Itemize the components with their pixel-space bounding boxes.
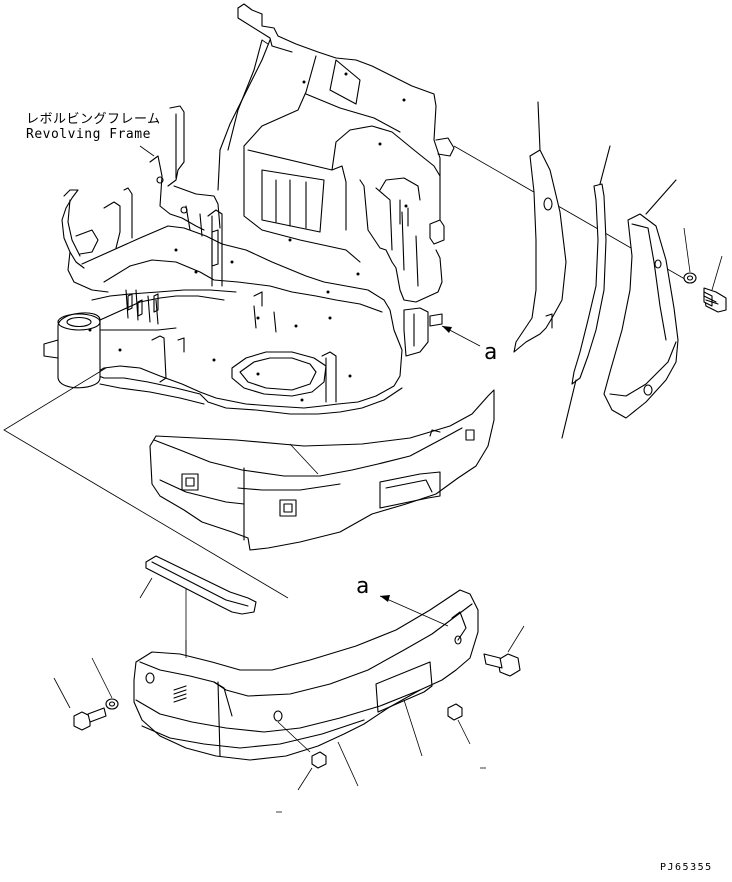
side-counterweight [603,179,679,419]
arrowhead-lower [380,595,390,602]
rubber-strip [139,555,257,615]
counterweight-washer [91,657,119,710]
side-counterweight-spacer [561,145,611,439]
bolt [703,255,727,313]
assembly-line-left [3,367,289,599]
upper-counterweight-cover [149,389,495,551]
drawing-code: PJ65355 [660,862,713,873]
rear-counterweight [133,589,479,761]
mount-bolt-right [483,625,525,677]
revolving-frame-label-jp: レボルビングフレーム [26,112,161,127]
callout-a-lower: a [356,574,370,599]
mount-plate [403,699,423,757]
mount-nut-right [447,703,471,745]
counterweight-bolt [53,677,107,731]
washer [683,227,697,284]
side-counterweight-front-plate [513,101,567,353]
dimension-tick [276,767,486,813]
revolving-frame-label-en: Revolving Frame [26,127,151,142]
arrowhead-upper [442,326,452,333]
callout-arrow-lower [379,595,449,627]
counterweight-nut-lower [277,721,359,791]
leader-frame-top [261,39,269,45]
callout-a-upper: a [484,340,498,365]
revolving-frame [43,3,455,415]
